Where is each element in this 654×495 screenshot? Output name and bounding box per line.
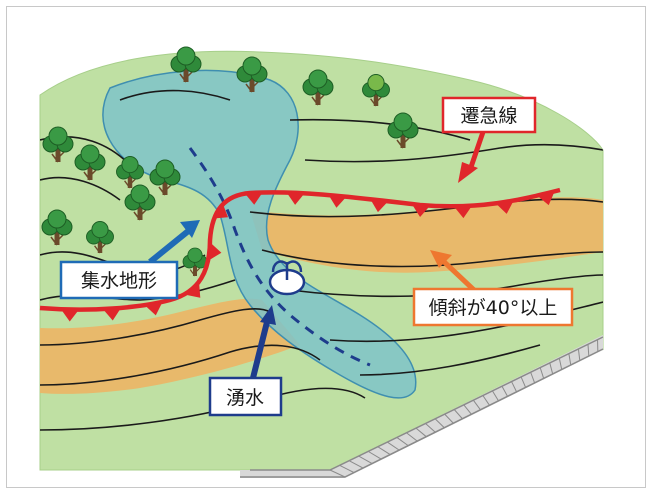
tree-icon: [74, 144, 106, 181]
steep-band-left: [40, 298, 300, 394]
rail-tie: [463, 404, 472, 415]
rail-tie: [577, 348, 581, 361]
rail-tie: [539, 367, 545, 379]
label-slope-break-box: 遷急線: [441, 96, 537, 134]
arrow-catchment: [148, 225, 194, 265]
tree-icon: [236, 56, 268, 93]
valley-axis-dashed: [188, 147, 371, 367]
rail-tie: [367, 450, 382, 460]
slope-break-path: [39, 187, 561, 312]
railway: [240, 335, 604, 478]
rail-tie: [434, 418, 445, 429]
rail-tie: [387, 441, 400, 451]
label-slope-break: 遷急線: [460, 105, 517, 127]
rail-tie: [492, 390, 499, 402]
slope-break-tooth: [495, 200, 514, 214]
slope-break-tooth: [185, 282, 201, 298]
rail-tie: [482, 395, 490, 406]
arrow-slope-break: [467, 131, 486, 171]
slope-break-line: [39, 187, 561, 322]
slope-break-tooth: [412, 204, 430, 218]
slope-break-tooth: [60, 309, 79, 322]
rail-tie: [520, 376, 527, 388]
rail-tie: [377, 446, 391, 456]
label-spring: 湧水: [226, 387, 264, 409]
slope-break-tooth: [453, 205, 472, 219]
arrow-steep-slope: [438, 256, 476, 292]
rail-tie: [329, 469, 346, 478]
slope-break-tooth: [537, 191, 555, 206]
arrows: [148, 131, 486, 379]
arrow-spring-head: [260, 305, 276, 325]
tree-icon: [124, 184, 156, 221]
rail-tie: [453, 409, 463, 420]
label-steep-slope: 傾斜が40°以上: [429, 297, 558, 319]
tree-icon: [182, 247, 208, 277]
tree-icon: [42, 126, 74, 163]
tree-icon: [149, 159, 181, 196]
rail-tie: [549, 362, 554, 375]
tree-icon: [41, 209, 73, 246]
tree-icon: [387, 112, 419, 149]
rail-tie: [501, 385, 508, 397]
rail-tie: [406, 432, 418, 442]
slope-break-tooth: [213, 203, 229, 219]
slope-break-tooth: [102, 307, 121, 321]
tree-icon: [302, 69, 334, 106]
rail-ties: [329, 339, 599, 478]
rail-tie: [511, 381, 518, 393]
rail-tie: [558, 358, 563, 370]
arrow-catchment-head: [180, 220, 200, 238]
rail-tie: [396, 437, 409, 447]
tree-icon: [170, 46, 202, 83]
label-catchment-box: 集水地形: [59, 260, 179, 300]
rail-tie: [358, 455, 373, 464]
rail-tie: [348, 460, 364, 469]
slope-break-tooth: [286, 192, 305, 205]
rail-tie: [425, 423, 436, 433]
trees: [41, 46, 419, 277]
spring-fountain-icon: [268, 260, 306, 296]
tree-icon: [116, 156, 144, 189]
slope-break-tooth: [208, 242, 222, 261]
label-spring-box: 湧水: [208, 376, 283, 417]
rail-tie: [444, 413, 454, 424]
slope-break-tooth: [244, 192, 263, 205]
rail-tie: [415, 427, 427, 438]
rail-tie: [472, 399, 481, 411]
rail-tie: [568, 353, 572, 366]
arrow-spring: [250, 317, 271, 379]
terrain: [39, 50, 604, 471]
rail-tie: [530, 372, 536, 384]
tree-icon: [86, 221, 114, 254]
rail-tie: [587, 344, 590, 357]
slope-break-tooth: [144, 301, 163, 316]
catchment-water: [102, 69, 417, 399]
tree-icon: [362, 74, 390, 107]
arrow-steep-slope-head: [430, 250, 452, 268]
slope-break-tooth: [370, 199, 389, 213]
rail-tie: [339, 464, 355, 473]
arrow-slope-break-head: [458, 162, 478, 183]
slope-break-tooth: [328, 194, 347, 208]
label-steep-slope-box: 傾斜が40°以上: [412, 287, 574, 327]
label-catchment: 集水地形: [81, 270, 157, 292]
